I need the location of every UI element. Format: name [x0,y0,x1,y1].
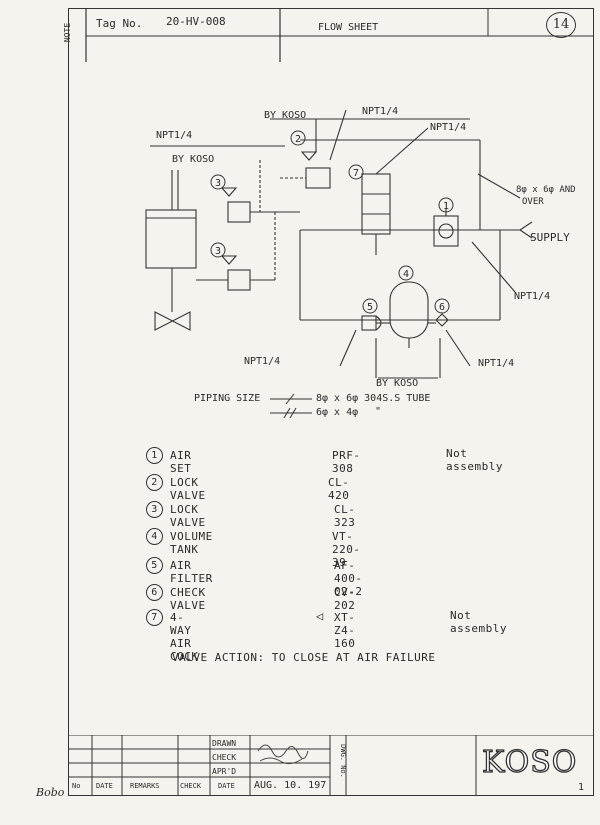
component-number: 5 [146,557,163,574]
label-npt-top: NPT1/4 [362,106,398,117]
sheet-mark: 1 [578,782,585,793]
sheet-title: FLOW SHEET [318,22,379,33]
svg-text:7: 7 [353,168,359,179]
piping-line-2: 6φ x 4φ [316,407,359,418]
page-number-circle: 14 [546,12,576,38]
component-model: XT-Z4-160 [334,611,356,650]
component-number: 6 [146,584,163,601]
col-no: No [72,782,81,790]
header-lines [85,8,594,62]
component-number: 7 [146,609,163,626]
svg-text:6: 6 [439,302,445,313]
label-npt-right-top: NPT1/4 [430,122,466,133]
tag-label: Tag No. [96,17,143,30]
component-name: AIR FILTER [170,559,213,585]
label-npt-bottom-right: NPT1/4 [478,358,514,369]
component-name: LOCK VALVE [170,476,206,502]
label-by-koso-left: BY KOSO [172,154,214,165]
component-number: 2 [146,474,163,491]
svg-text:3: 3 [215,246,221,257]
title-block-lines [68,735,594,796]
label-npt-bottom-left: NPT1/4 [244,356,280,367]
component-model: PRF-308 [332,449,361,475]
component-model: CL-323 [334,503,356,529]
component-model: AF-400-02-2 [334,559,363,598]
component-row: 7 4-WAY AIR COCK ◁ XT-Z4-160 Not assembl… [146,609,506,663]
label-npt-left: NPT1/4 [156,130,192,141]
col-remarks: REMARKS [130,782,160,790]
label-by-koso-bottom: BY KOSO [376,378,418,389]
component-name: CHECK VALVE [170,586,206,612]
component-number: 3 [146,501,163,518]
note-label: NOTE [63,22,73,43]
label-supply: SUPPLY [530,231,570,244]
component-row: 1 AIR SET PRF-308 Not assembly [146,447,502,475]
component-model: CL-420 [328,476,350,502]
col-check: CHECK [180,782,202,790]
flow-diagram: 2 3 3 7 1 4 5 6 BY KOSO NPT1/4 NPT1/4 BY… [145,106,576,389]
aprd-label: APR'D [212,767,237,776]
drawing-frame [68,8,594,796]
drawn-label: DRAWN [212,739,237,748]
valve-action-note: VALVE ACTION: TO CLOSE AT AIR FAILURE [172,651,436,664]
component-name: AIR SET [170,449,192,475]
label-tube-note-1: 8φ x 6φ AND [516,185,576,195]
component-note: Not assembly [450,609,507,635]
page-number: 14 [552,17,570,32]
piping-ditto: " [375,406,382,417]
col-date2: DATE [218,782,235,790]
revision-triangle-icon: ◁ [316,609,324,623]
signature [257,744,309,765]
label-tube-note-2: OVER [522,197,544,207]
svg-text:1: 1 [443,201,449,212]
component-note: Not assembly [446,447,503,473]
component-number: 4 [146,528,163,545]
piping-size-label: PIPING SIZE [194,393,261,404]
component-name: LOCK VALVE [170,503,206,529]
tag-value: 20-HV-008 [166,15,226,28]
label-by-koso-top: BY KOSO [264,110,306,121]
company-logo: KOSO [481,744,578,780]
piping-line-1: 8φ x 6φ 304S.S TUBE [316,393,431,404]
component-name: 4-WAY AIR COCK [170,611,199,663]
dwg-no-label: DWG. No. [338,744,347,778]
margin-note: Bobo [36,786,65,799]
component-row: 6 CHECK VALVE CV-202 [146,584,355,612]
component-row: 4 VOLUME TANK VT-220-39 [146,528,360,569]
check-label: CHECK [212,753,237,762]
svg-text:3: 3 [215,178,221,189]
svg-text:2: 2 [295,134,301,145]
title-block: DRAWN CHECK APR'D No DATE REMARKS CHECK … [68,735,594,796]
component-model: CV-202 [334,586,356,612]
label-npt-right-mid: NPT1/4 [514,291,550,302]
component-model: VT-220-39 [332,530,361,569]
component-row: 2 LOCK VALVE CL-420 [146,474,349,502]
piping-symbols [270,393,312,418]
component-row: 5 AIR FILTER AF-400-02-2 [146,557,362,598]
header-block: NOTE Tag No. 20-HV-008 FLOW SHEET [63,8,594,62]
component-name: VOLUME TANK [170,530,213,556]
date-value: AUG. 10. 197 [254,780,327,791]
component-row: 3 LOCK VALVE CL-323 [146,501,355,529]
col-date: DATE [96,782,113,790]
svg-text:5: 5 [367,302,373,313]
svg-text:4: 4 [403,269,409,280]
component-number: 1 [146,447,163,464]
